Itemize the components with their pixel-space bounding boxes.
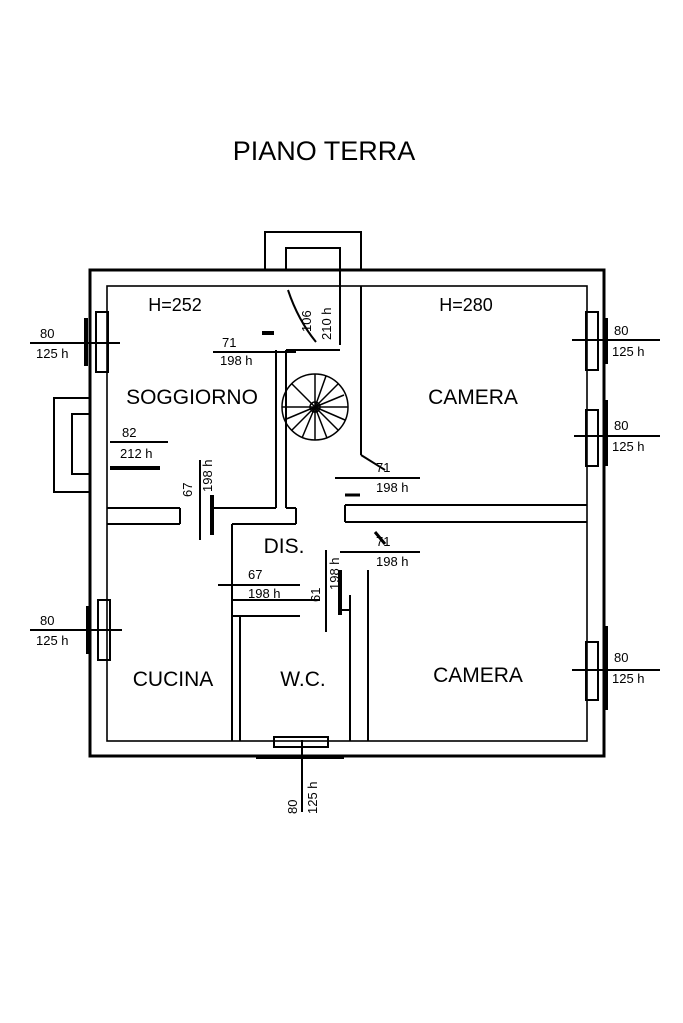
door-wc-width: 61 [308,588,323,602]
window-symbols [30,311,660,812]
window-left-top-height: 125 h [36,346,69,361]
door-cucina-width: 67 [248,567,262,582]
window-left-top-width: 80 [40,326,54,341]
window-left-bottom-width: 80 [40,613,54,628]
room-label-cucina: CUCINA [133,668,214,691]
interior-walls [107,286,587,741]
window-bottom-width: 80 [285,800,300,814]
door-soggiorno-height: 198 h [220,353,253,368]
door-entrance-width: 106 [299,310,314,332]
left-balcony [53,397,90,493]
door-marks [110,289,420,632]
window-right-mid-width: 80 [614,418,628,433]
door-balcony-width: 82 [122,425,136,440]
door-camera-top-width: 71 [376,460,390,475]
window-right-top-width: 80 [614,323,628,338]
spiral-staircase [281,373,349,441]
door-camera-top-height: 198 h [376,480,409,495]
outer-walls [88,268,606,758]
door-wc-height: 198 h [327,557,342,590]
room-label-camera-bottom: CAMERA [433,664,523,687]
window-bottom-height: 125 h [305,781,320,814]
window-right-mid-height: 125 h [612,439,645,454]
door-balcony-height: 212 h [120,446,153,461]
room-label-soggiorno: SOGGIORNO [126,386,258,409]
window-right-bottom-width: 80 [614,650,628,665]
entrance-porch [264,231,362,345]
plan-title: PIANO TERRA [233,136,416,166]
door-camera-bottom-height: 198 h [376,554,409,569]
room-label-wc: W.C. [280,668,326,691]
door-entrance-height: 210 h [319,307,334,340]
window-right-top-height: 125 h [612,344,645,359]
room-label-dis: DIS. [264,535,305,558]
window-left-bottom-height: 125 h [36,633,69,648]
door-camera-bottom-width: 71 [376,534,390,549]
room-label-camera-top: CAMERA [428,386,518,409]
door-soggiorno-dis-height: 198 h [200,459,215,492]
door-soggiorno-width: 71 [222,335,236,350]
door-cucina-height: 198 h [248,586,281,601]
door-soggiorno-dis-width: 67 [180,483,195,497]
height-label-left: H=252 [148,295,202,315]
window-right-bottom-height: 125 h [612,671,645,686]
height-label-right: H=280 [439,295,493,315]
